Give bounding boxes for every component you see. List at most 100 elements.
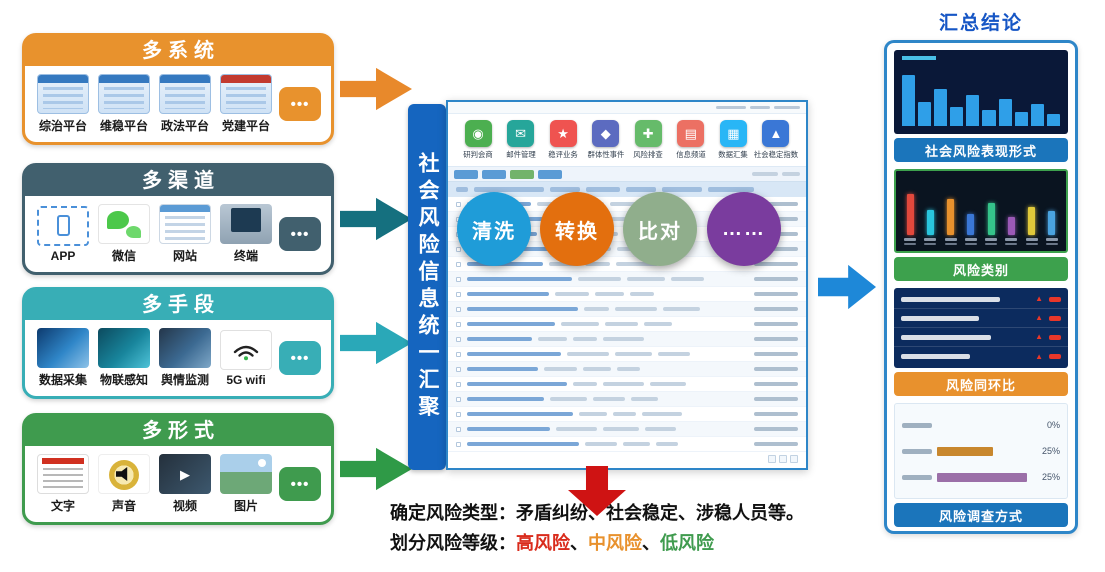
page-button[interactable] [790,455,798,463]
row-cell-skeleton [603,382,644,386]
row-text-skeleton [467,322,555,326]
table-row[interactable] [448,377,806,392]
conclusion-text: 确定风险类型：矛盾纠纷、社会稳定、涉稳人员等。 划分风险等级：高风险、中风险、低… [390,498,890,558]
section-label: 风险类别 [894,257,1068,281]
app-tile[interactable]: ▤信息频道 [671,120,711,160]
trend-up-icon: ▲ [1035,332,1043,341]
app-tile[interactable]: ▲社会稳定指数 [753,120,799,160]
page-button[interactable] [779,455,787,463]
app-tile[interactable]: ✚风险排查 [628,120,668,160]
row-date-skeleton [754,262,798,266]
table-row[interactable] [448,272,806,287]
risk-level-2: 中风险 [588,533,642,553]
header-cell-skeleton [550,187,580,192]
row-text-skeleton [467,292,549,296]
source-card-4: 多形式文字声音▶视频图片••• [22,413,412,525]
section-label: 风险同环比 [894,372,1068,396]
bar [1030,103,1044,126]
bar [950,107,964,126]
app-tile[interactable]: ◉研判会商 [458,120,498,160]
row-cell-skeleton [578,277,621,281]
bars [902,68,1060,126]
toolbar-button[interactable] [510,169,534,179]
card-item-label: APP [50,248,76,263]
trend-rows: ▲▲▲▲ [894,288,1068,368]
table-row[interactable] [448,302,806,317]
row-cell-skeleton [623,442,650,446]
bar [1007,216,1015,235]
row-cell-skeleton [663,307,700,311]
row-cell-skeleton [585,262,610,266]
table-row[interactable] [448,437,806,452]
label-skeleton [904,238,917,241]
separator: 、 [570,533,588,553]
header-cell-skeleton [474,187,544,192]
bar [902,74,916,126]
row-checkbox [456,246,461,252]
row-label-skeleton [901,296,1001,302]
row-label-skeleton [902,448,932,454]
pct-value: 25% [1041,446,1060,456]
table-row[interactable] [448,287,806,302]
app-tile[interactable]: ◆群体性事件 [586,120,626,160]
mail-icon: ✉ [507,120,535,147]
table-row[interactable] [448,317,806,332]
label-skeleton [985,238,998,241]
table-pagination [448,452,806,466]
app-tile[interactable]: ✉邮件管理 [501,120,541,160]
table-row[interactable] [448,332,806,347]
card-item: 党建平台 [218,74,274,134]
risk-type-line: 确定风险类型：矛盾纠纷、社会稳定、涉稳人员等。 [390,498,890,528]
section-label: 风险调查方式 [894,503,1068,527]
header-cell-skeleton [626,187,656,192]
app-tile[interactable]: ★稳评业务 [543,120,583,160]
app-tile-label: 社会稳定指数 [753,150,799,159]
bar-col [1003,179,1019,245]
wechat-icon [98,204,150,244]
more-button[interactable]: ••• [279,217,321,251]
table-row[interactable] [448,422,806,437]
page-button[interactable] [768,455,776,463]
row-checkbox [456,396,461,402]
toolbar-button[interactable] [454,169,478,179]
table-row[interactable] [448,362,806,377]
more-button[interactable]: ••• [279,467,321,501]
label-skeleton [964,238,977,241]
bar [967,213,975,235]
card-item: 舆情监测 [157,328,213,388]
row-checkbox [456,381,461,387]
card-item-label: 声音 [111,499,136,513]
risk-level-label: 划分风险等级： [390,533,516,553]
row-date-skeleton [754,322,798,326]
toolbar-button[interactable] [482,169,506,179]
text-doc-icon [37,454,89,494]
card-item-label: 图片 [233,499,258,513]
more-button[interactable]: ••• [279,341,321,375]
row-date-skeleton [754,307,798,311]
risk-level-3: 低风险 [660,533,714,553]
table-row[interactable] [448,407,806,422]
table-row[interactable] [448,347,806,362]
bar [926,209,934,235]
more-button[interactable]: ••• [279,87,321,121]
label-skeleton [944,238,957,241]
card-item: 综治平台 [35,74,91,134]
header-cell-skeleton [586,187,620,192]
bar [906,194,914,235]
pct-value: 25% [1041,472,1060,482]
label-skeleton [924,242,937,245]
bar [966,94,980,126]
trend-up-icon: ▲ [1035,313,1043,322]
row-label-skeleton [901,354,970,359]
toolbar-button[interactable] [538,169,562,179]
table-row[interactable] [448,392,806,407]
chart-title-skeleton [902,56,936,60]
trend-up-icon: ▲ [1035,351,1043,361]
app-tile[interactable]: ▦数据汇集 [713,120,753,160]
row-cell-skeleton [616,262,658,266]
